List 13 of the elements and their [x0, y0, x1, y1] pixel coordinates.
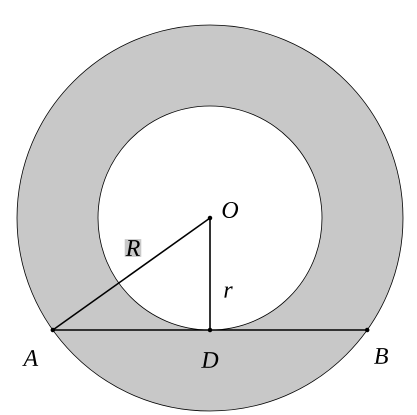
- point: [208, 328, 212, 332]
- point: [208, 216, 212, 220]
- point-label: D: [201, 352, 218, 368]
- edge-label: R: [124, 239, 142, 257]
- point-label: O: [222, 202, 238, 218]
- point-label: A: [22, 350, 38, 366]
- line-segment: [52, 329, 368, 331]
- point-label: B: [374, 348, 388, 364]
- edge-label: r: [222, 285, 234, 299]
- line-segment: [52, 217, 210, 331]
- line-segment: [209, 218, 211, 330]
- point: [364, 328, 370, 332]
- point: [50, 328, 56, 332]
